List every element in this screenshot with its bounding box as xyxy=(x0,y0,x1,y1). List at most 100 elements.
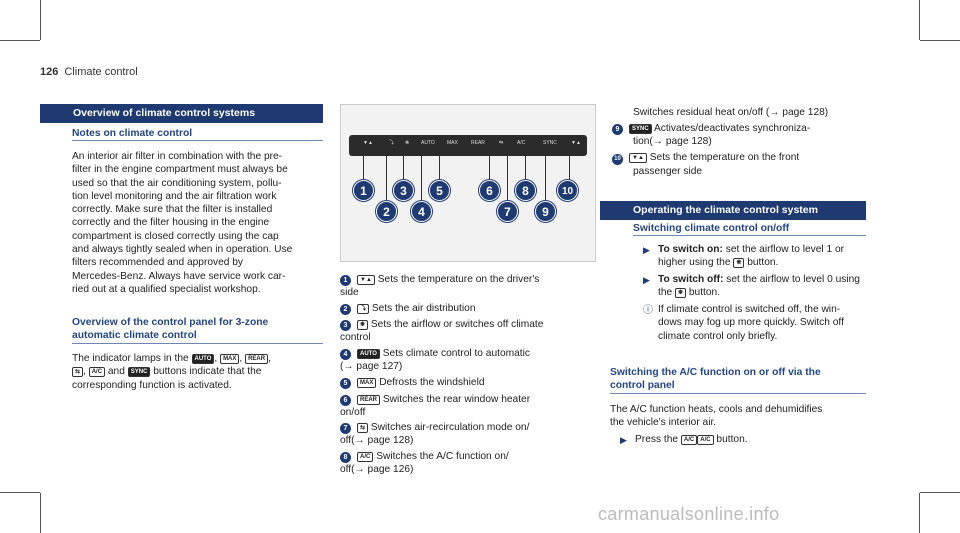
control-panel-illustration: ▼▲ ⤵ ❋ AUTO MAX REAR ⇆ A/C SYNC ▼▲ 1 2 3… xyxy=(340,104,596,262)
divider xyxy=(72,140,323,141)
info-note: If climate control is switched off, the … xyxy=(658,303,868,343)
recirculation-icon: ⇆ xyxy=(72,367,84,378)
legend-number: 3 xyxy=(340,320,351,331)
ac-icon: A/C xyxy=(697,435,714,445)
crop-mark xyxy=(920,40,960,41)
ac-icon: A/C xyxy=(88,367,106,378)
step-text: set the airflow to level 0 using xyxy=(726,274,860,285)
text-line: used so that the air conditioning system… xyxy=(72,177,282,189)
legend-text: off(→ page 126) xyxy=(340,464,414,476)
ac-title: Switching the A/C function on or off via… xyxy=(610,366,821,392)
legend-text: (→ page 127) xyxy=(340,361,403,373)
legend-text: side xyxy=(340,287,359,299)
callout-4: 4 xyxy=(411,201,432,222)
text: The indicator lamps in the xyxy=(72,353,189,364)
legend-text: Sets climate control to automatic xyxy=(382,348,530,359)
ac-icon: A/C xyxy=(357,452,374,462)
crop-mark xyxy=(919,0,920,40)
windshield-max-icon: MAX xyxy=(357,378,377,388)
step-label: To switch off: xyxy=(658,274,724,285)
title-line: Overview of the control panel for 3-zone xyxy=(72,317,269,328)
divider xyxy=(633,235,866,236)
step-arrow-icon: ▶ xyxy=(643,275,650,285)
leader-line xyxy=(569,156,570,183)
temp-icon: ▼▲ xyxy=(571,140,581,146)
text-line: filter in the engine compartment must al… xyxy=(72,164,288,176)
text-line: climate control only briefly. xyxy=(658,330,778,342)
text-line: Mercedes-Benz. Always have service work … xyxy=(72,270,286,282)
callout-2: 2 xyxy=(376,201,397,222)
rear-defrost-icon: REAR xyxy=(245,354,269,364)
step-text: higher using the xyxy=(658,257,731,269)
step-text: set the airflow to level 1 or xyxy=(725,244,845,255)
leader-line xyxy=(403,156,404,183)
page-title: Climate control xyxy=(64,66,138,78)
legend-text: Defrosts the windshield xyxy=(379,377,485,388)
text-line: An interior air filter in combination wi… xyxy=(72,151,283,162)
text-line: filters recommended and approved by xyxy=(72,257,244,269)
sync-icon: SYNC xyxy=(629,124,652,134)
leader-line xyxy=(386,156,387,204)
leader-line xyxy=(545,156,546,204)
switch-title: Switching climate control on/off xyxy=(633,223,790,234)
recirculation-icon: ⇆ xyxy=(499,140,504,146)
control-panel-strip: ▼▲ ⤵ ❋ AUTO MAX REAR ⇆ A/C SYNC ▼▲ xyxy=(349,135,587,156)
callout-9: 9 xyxy=(535,201,556,222)
crop-mark xyxy=(0,40,40,41)
fan-icon: ❋ xyxy=(675,288,687,299)
text: buttons indicate that the xyxy=(153,366,262,378)
leader-line xyxy=(489,156,490,183)
text-line: dows may fog up more quickly. Switch off xyxy=(658,317,844,329)
legend-text: passenger side xyxy=(633,166,703,177)
legend-text: tion(→ page 128) xyxy=(633,136,712,148)
crop-mark xyxy=(40,493,41,533)
legend-item-5: 5 MAX Defrosts the windshield xyxy=(340,376,600,389)
legend-item-1: 1▼▲ Sets the temperature on the driver's… xyxy=(340,273,600,300)
title-line: control panel xyxy=(610,380,675,391)
step-arrow-icon: ▶ xyxy=(620,435,627,445)
step-text: button. xyxy=(688,287,721,299)
legend-text: Activates/deactivates synchroniza- xyxy=(653,123,811,134)
callout-6: 6 xyxy=(479,180,500,201)
callout-10: 10 xyxy=(557,180,578,201)
legend-number: 6 xyxy=(340,395,351,406)
page-number: 126 xyxy=(40,66,59,78)
leader-line xyxy=(525,156,526,183)
legend-text: Sets the temperature on the front xyxy=(649,152,800,163)
callout-7: 7 xyxy=(497,201,518,222)
text-line: The A/C function heats, cools and dehumi… xyxy=(610,404,823,415)
legend-item-2: 2⤵ Sets the air distribution xyxy=(340,302,600,315)
section-bar: Overview of climate control systems xyxy=(40,104,323,123)
fan-icon: ❋ xyxy=(733,258,745,269)
text-line: correctly. Make sure that the filter is … xyxy=(72,204,273,216)
text-line: and always tightly sealed when in operat… xyxy=(72,244,293,256)
legend-item-7: 7⇆ Switches air-recirculation mode on/ o… xyxy=(340,421,600,448)
text-line: tion level monitoring and the air filtra… xyxy=(72,190,277,202)
text-line: the vehicle's interior air. xyxy=(610,417,717,429)
leader-line xyxy=(507,156,508,204)
title-line: Switching the A/C function on or off via… xyxy=(610,367,821,378)
legend-number: 1 xyxy=(340,275,351,286)
step-text: button. xyxy=(716,434,748,445)
legend-text: Switches the A/C function on/ xyxy=(376,451,509,462)
legend-item-10: 10▼▲ Sets the temperature on the front p… xyxy=(612,151,872,178)
sync-icon: SYNC xyxy=(543,140,557,146)
auto-icon: AUTO xyxy=(421,140,435,146)
legend-number: 7 xyxy=(340,423,351,434)
ac-paragraph: The A/C function heats, cools and dehumi… xyxy=(610,403,870,430)
divider xyxy=(610,393,866,394)
legend-text: off(→ page 128) xyxy=(340,435,414,447)
step-text: Press the xyxy=(635,434,679,445)
legend-number: 5 xyxy=(340,378,351,389)
leader-line xyxy=(363,156,364,183)
text-line: correctly and the filter housing in the … xyxy=(72,217,270,229)
overview-title: Overview of the control panel for 3-zone… xyxy=(72,316,268,342)
switch-off-step: To switch off: set the airflow to level … xyxy=(658,273,868,300)
legend-text: Sets the temperature on the driver's xyxy=(377,274,540,285)
legend-text: Switches air-recirculation mode on/ xyxy=(370,422,530,433)
